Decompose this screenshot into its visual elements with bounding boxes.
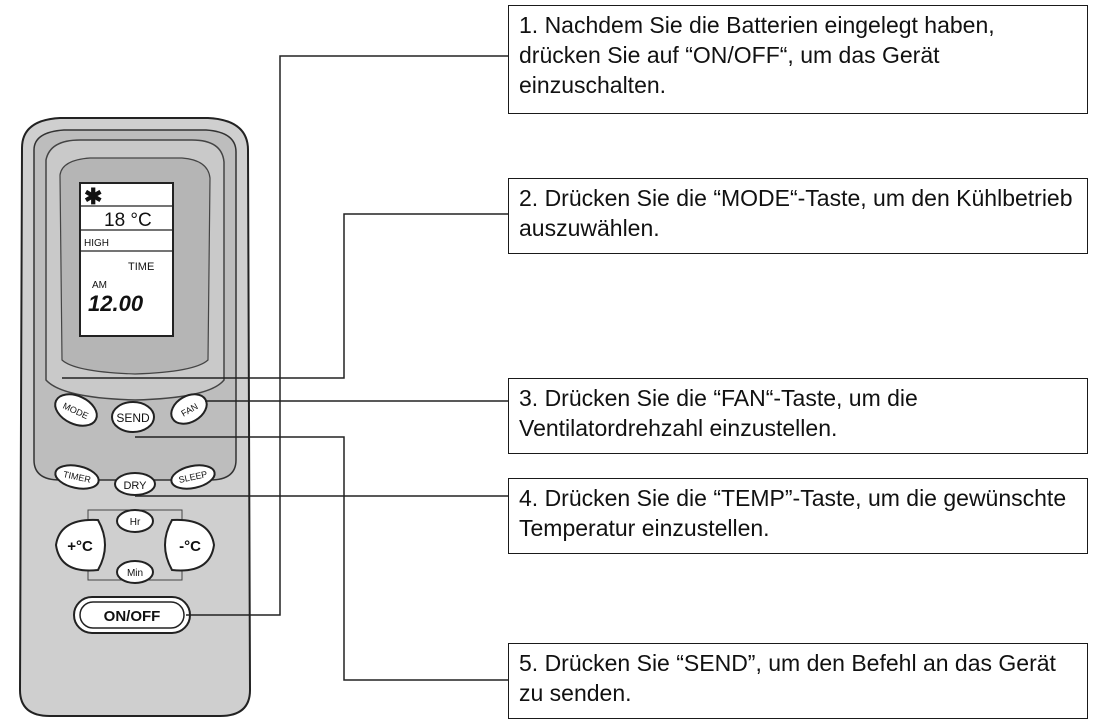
leader-line-5 bbox=[135, 436, 508, 681]
callout-step-5: 5. Drücken Sie “SEND”, um den Befehl an … bbox=[508, 643, 1088, 719]
min-button[interactable]: Min bbox=[116, 560, 154, 584]
leader-lines bbox=[62, 55, 508, 681]
leader-line-1 bbox=[186, 55, 508, 616]
lcd-mode-symbol: ✱ bbox=[84, 184, 102, 209]
sleep-button[interactable]: SLEEP bbox=[169, 462, 217, 493]
callout-step-1: 1. Nachdem Sie die Batterien eingelegt h… bbox=[508, 5, 1088, 114]
lcd-time-label: TIME bbox=[128, 261, 154, 273]
temp-down-button[interactable]: -°C bbox=[164, 518, 216, 572]
dry-button-label: DRY bbox=[123, 480, 147, 492]
send-button-label: SEND bbox=[116, 411, 150, 425]
lcd-clock: 12.00 bbox=[88, 291, 144, 316]
mode-button[interactable]: MODE bbox=[50, 388, 102, 432]
temp-up-button[interactable]: +°C bbox=[54, 518, 106, 572]
timer-button[interactable]: TIMER bbox=[53, 462, 101, 493]
callout-step-2: 2. Drücken Sie die “MODE“-Taste, um den … bbox=[508, 178, 1088, 254]
lcd-ampm: AM bbox=[92, 280, 107, 291]
temp-down-button-label: -°C bbox=[179, 538, 201, 555]
hr-button[interactable]: Hr bbox=[116, 509, 154, 533]
lcd-temperature: 18 °C bbox=[104, 210, 152, 231]
lcd-fan-speed: HIGH bbox=[84, 238, 109, 249]
dry-button[interactable]: DRY bbox=[114, 472, 156, 496]
fan-button[interactable]: FAN bbox=[166, 388, 212, 430]
leader-line-2 bbox=[62, 213, 508, 379]
send-button[interactable]: SEND bbox=[111, 401, 155, 433]
lcd-screen: ✱ 18 °C HIGH TIME AM 12.00 bbox=[79, 182, 174, 337]
hr-button-label: Hr bbox=[130, 517, 141, 528]
min-button-label: Min bbox=[127, 568, 143, 579]
callout-step-4: 4. Drücken Sie die “TEMP”-Taste, um die … bbox=[508, 478, 1088, 554]
temp-up-button-label: +°C bbox=[67, 538, 93, 555]
on-off-button-label: ON/OFF bbox=[104, 608, 161, 625]
on-off-button[interactable]: ON/OFF bbox=[73, 596, 191, 634]
callout-step-3: 3. Drücken Sie die “FAN“-Taste, um die V… bbox=[508, 378, 1088, 454]
